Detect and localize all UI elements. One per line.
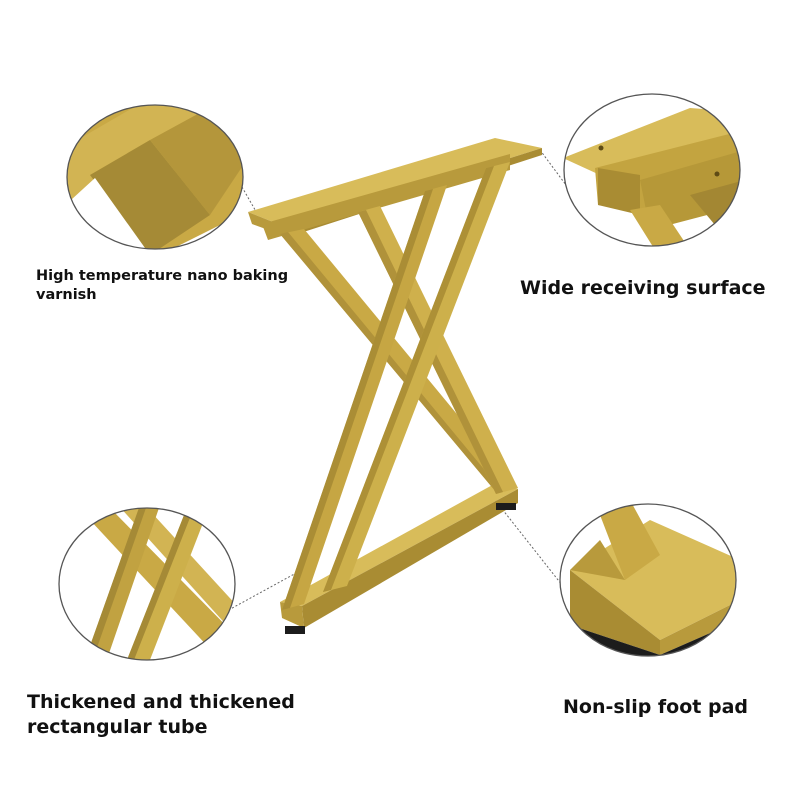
- callout-label-tube: Thickened and thickened rectangular tube: [27, 691, 295, 738]
- leader-line-tube: [224, 571, 299, 613]
- callout-tube: [58, 507, 236, 661]
- callout-surface: [563, 93, 741, 247]
- callout-foot-border: [559, 503, 737, 657]
- tube-up-back-edge: [282, 189, 433, 610]
- foot-pad-left: [285, 626, 305, 634]
- leader-line-varnish: [237, 179, 259, 216]
- top-plate-top-face: [248, 138, 542, 228]
- top-beam: [262, 154, 510, 240]
- callout-varnish: [66, 104, 244, 250]
- bottom-beam-front: [302, 489, 518, 628]
- callout-label-varnish: High temperature nano baking varnish: [36, 268, 289, 303]
- callout-varnish-border: [66, 104, 244, 250]
- leader-lines: [224, 149, 567, 613]
- callout-foot: [559, 503, 737, 657]
- callout-surface-border: [563, 93, 741, 247]
- callout-label-surface: Wide receiving surface: [520, 277, 766, 299]
- foot-pad-right: [496, 503, 516, 510]
- leader-line-surface: [539, 149, 567, 186]
- callout-label-foot: Non-slip foot pad: [563, 696, 749, 718]
- tube-left-down-edge: [280, 232, 502, 492]
- leader-line-foot: [494, 499, 563, 586]
- table-leg: [248, 138, 542, 634]
- tube-up-front-edge: [323, 166, 494, 592]
- callout-tube-border: [58, 507, 236, 661]
